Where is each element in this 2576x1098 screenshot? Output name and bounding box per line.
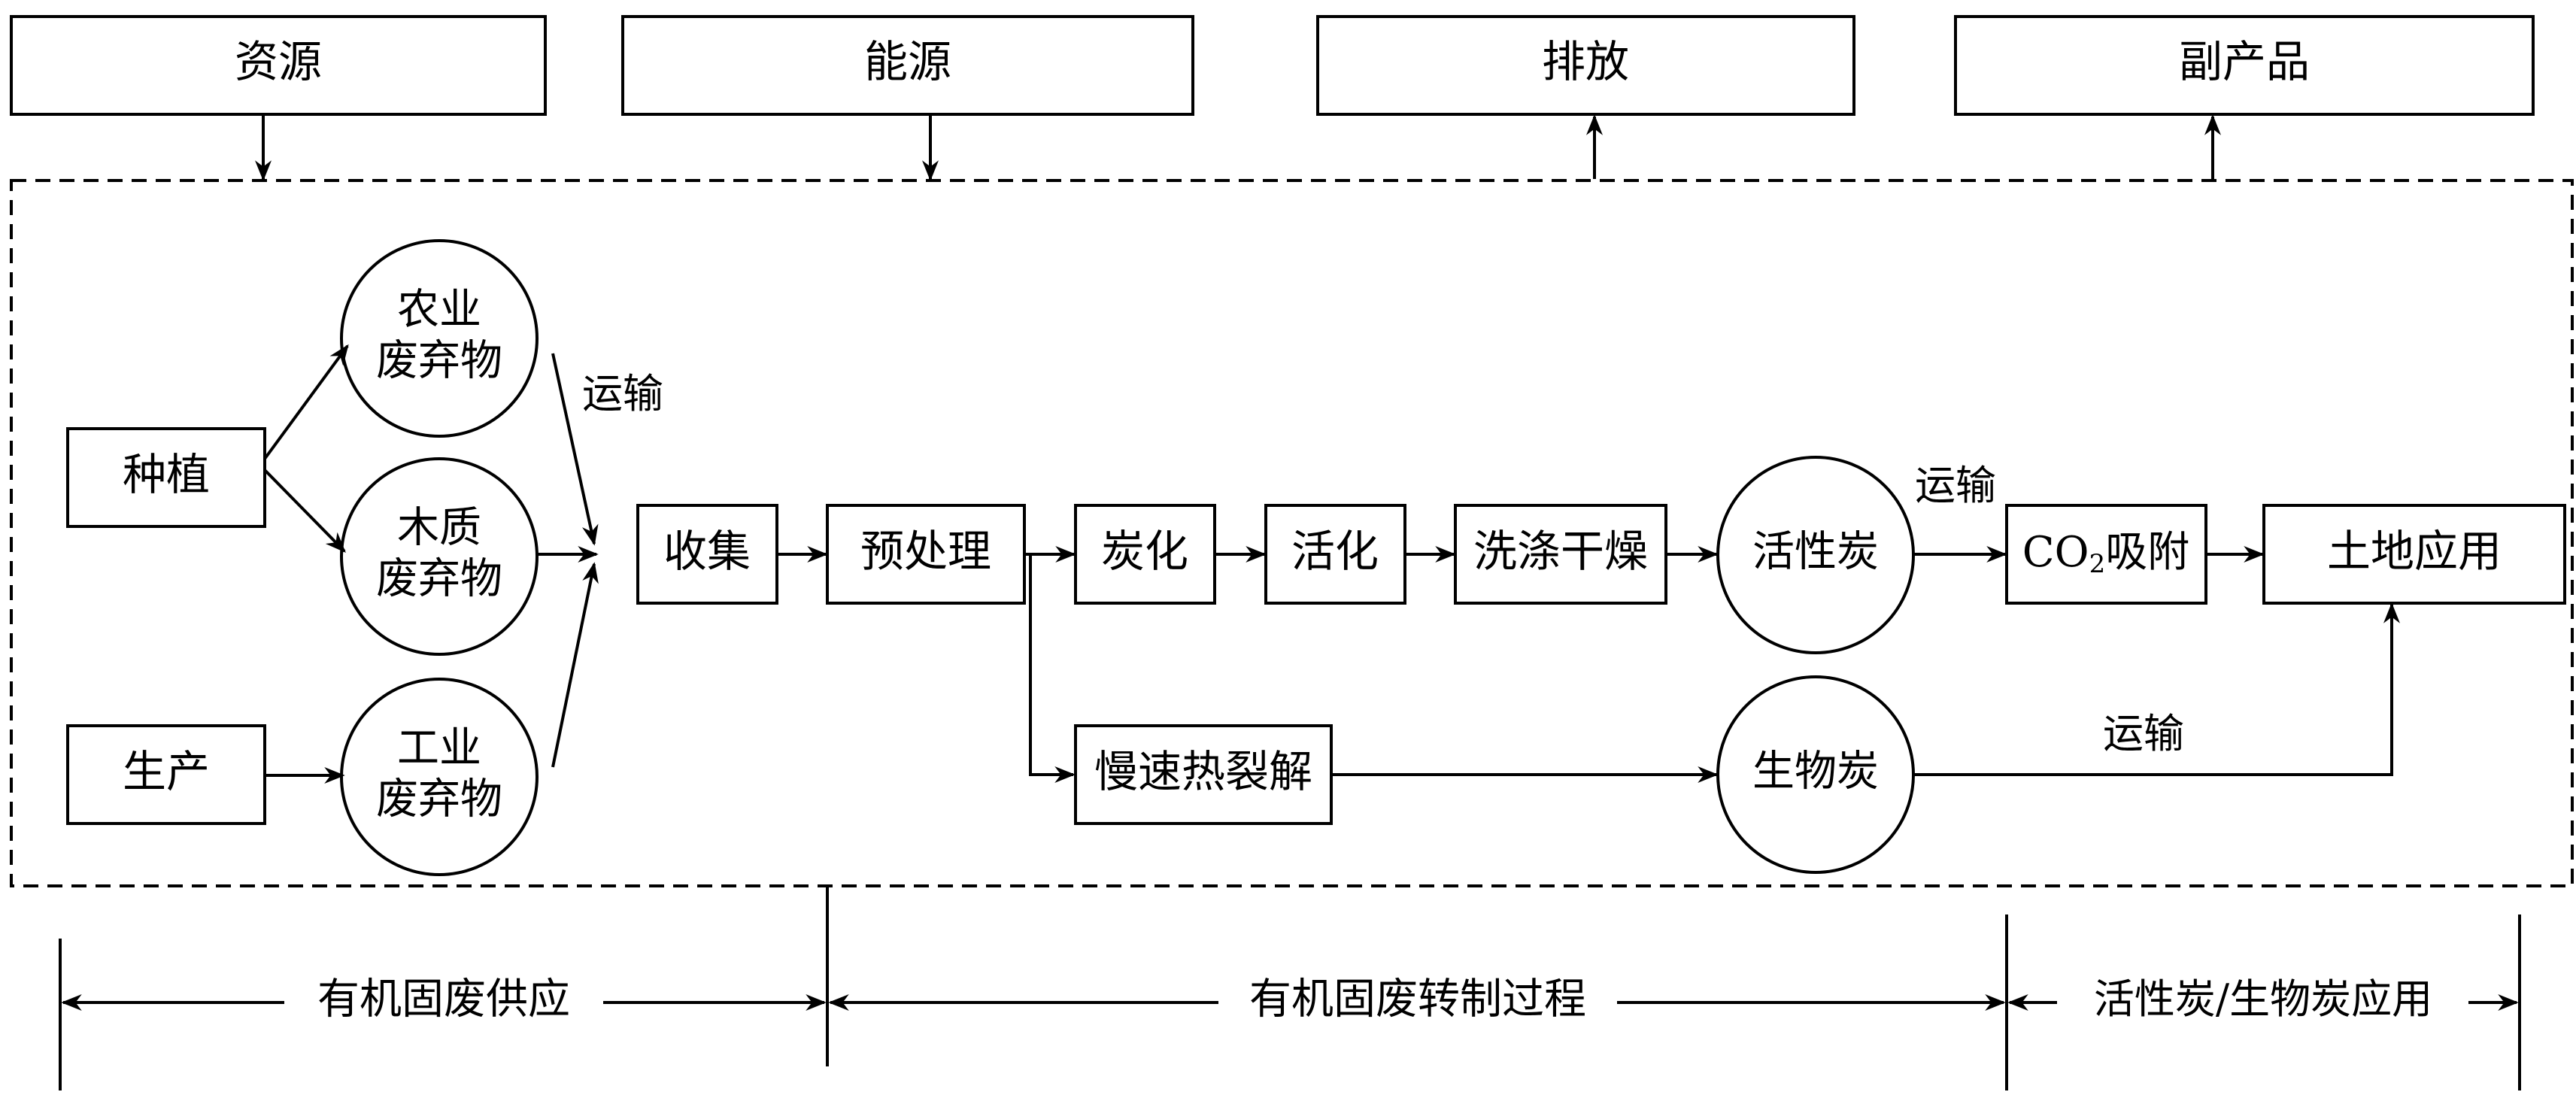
planting-box: 种植 [66, 427, 266, 528]
resource-box: 资源 [10, 15, 547, 116]
wood-waste-node: 木质 废弃物 [340, 457, 539, 656]
collect-box: 收集 [636, 504, 778, 605]
biochar-to-land-use-arrow [1913, 602, 2400, 776]
agri-waste-label-2: 废弃物 [376, 337, 502, 386]
co2-adsorption-box: CO2吸附 [2005, 504, 2207, 605]
planting-label: 种植 [123, 449, 210, 500]
slow-pyrolysis-box: 慢速热裂解 [1074, 724, 1333, 825]
emission-label: 排放 [1542, 36, 1629, 87]
carbonize-label: 炭化 [1101, 526, 1188, 577]
application-phase-label: 活性炭/生物炭应用 [2094, 975, 2432, 1023]
byproduct-label: 副产品 [2179, 36, 2310, 87]
production-box: 生产 [66, 724, 266, 825]
resource-label: 资源 [235, 36, 322, 87]
energy-label: 能源 [864, 36, 951, 87]
emission-box: 排放 [1316, 15, 1855, 116]
co2-adsorption-label: CO2吸附 [2022, 528, 2189, 580]
wood-waste-label-1: 木质 [397, 504, 481, 553]
energy-box: 能源 [621, 15, 1194, 116]
system-boundary [10, 179, 2574, 887]
production-label: 生产 [123, 746, 210, 797]
agri-waste-node: 农业 废弃物 [340, 239, 539, 438]
supply-phase-label: 有机固废供应 [317, 975, 570, 1024]
activate-label: 活化 [1291, 526, 1379, 577]
planting-to-wood-arrow [263, 469, 346, 553]
byproduct-box: 副产品 [1954, 15, 2535, 116]
conversion-phase-label: 有机固废转制过程 [1249, 975, 1586, 1024]
pretreat-to-pyrolysis-arrow [1029, 554, 1076, 783]
activated-carbon-node: 活性炭 [1716, 456, 1915, 654]
collect-label: 收集 [663, 526, 751, 577]
pretreat-label: 预处理 [860, 526, 991, 577]
transport-label-2: 运输 [1915, 462, 1996, 509]
transport-label-3: 运输 [2103, 710, 2184, 757]
wash-dry-label: 洗涤干燥 [1473, 526, 1648, 577]
activated-carbon-label: 活性炭 [1752, 528, 1879, 577]
wash-dry-box: 洗涤干燥 [1454, 504, 1667, 605]
land-use-box: 土地应用 [2262, 504, 2566, 605]
pretreat-box: 预处理 [826, 504, 1026, 605]
agri-waste-label-1: 农业 [397, 286, 481, 335]
planting-to-agri-arrow [263, 344, 349, 460]
activate-box: 活化 [1264, 504, 1406, 605]
industrial-waste-label-2: 废弃物 [376, 775, 502, 824]
wood-waste-label-2: 废弃物 [376, 555, 502, 604]
biochar-node: 生物炭 [1716, 675, 1915, 874]
carbonize-box: 炭化 [1074, 504, 1216, 605]
agri-to-collect-arrow [551, 353, 599, 546]
land-use-label: 土地应用 [2327, 526, 2502, 577]
industrial-waste-node: 工业 废弃物 [340, 678, 539, 876]
transport-label-1: 运输 [582, 370, 663, 417]
industrial-to-collect-arrow [551, 562, 599, 768]
slow-pyrolysis-label: 慢速热裂解 [1094, 746, 1312, 797]
industrial-waste-label-1: 工业 [397, 724, 481, 773]
biochar-label: 生物炭 [1752, 748, 1879, 796]
